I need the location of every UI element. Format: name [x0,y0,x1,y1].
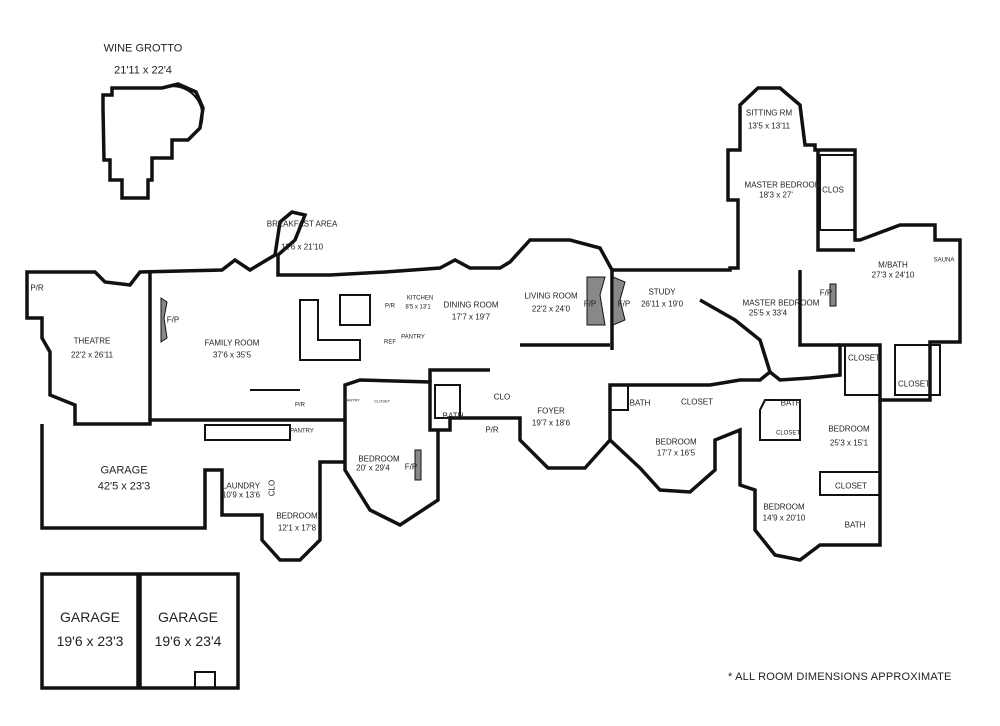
wine-grotto-label: WINE GROTTO [103,42,183,55]
room-label: BEDROOM [828,424,870,434]
room-label: BEDROOM [276,511,318,521]
room-label: P/R [30,283,44,293]
room-label: SITTING RM [745,108,793,118]
room-label: FOYER [537,406,565,416]
room-dims: 11'6 x 21'10 [280,242,324,252]
room-label: BATH [844,520,866,530]
room-label: CLOSET [897,379,931,389]
room-dims: 42'5 x 23'3 [97,480,151,493]
room-dims: 17'7 x 16'5 [656,448,696,458]
room-label: PANTRY [344,397,360,403]
room-label: STUDY [648,287,676,297]
wine-grotto-dims: 21'11 x 22'4 [114,64,172,77]
fireplace [586,276,606,326]
room-dims: 37'6 x 35'5 [212,350,252,360]
room-label: BEDROOM [358,454,400,464]
room-label: CLOSET [834,481,868,491]
room-label: CLOSET [373,398,391,404]
main-house-walls [25,86,962,470]
dimensions-note: * ALL ROOM DIMENSIONS APPROXIMATE [728,671,952,683]
room-dims: 18'3 x 27' [759,190,793,200]
room-dims: 14'9 x 20'10 [762,513,806,523]
room-dims: 25'5 x 33'4 [748,308,788,318]
room-label: KITCHEN [406,295,434,302]
room-label: REF [384,339,396,346]
detached-garage-walls [40,572,240,690]
room-label: MASTER BEDROOM [742,298,820,308]
room-label: BEDROOM [763,502,805,512]
room-label: DINING ROOM [443,300,499,310]
room-dims: 22'2 x 24'0 [531,304,571,314]
room-label: P/R [485,425,499,435]
fireplace-label: F/P [583,299,597,309]
fireplace-label: F/P [166,315,180,325]
fireplace-label: F/P [404,462,418,472]
room-label: CLO [493,392,511,402]
room-dims: 19'7 x 18'6 [531,418,571,428]
room-label: BEDROOM [655,437,697,447]
room-label: CLOSET [775,430,801,437]
room-label: BATH [780,398,802,408]
room-dims: 12'1 x 17'8 [277,523,317,533]
fireplace-label: F/P [819,288,833,298]
room-label: PANTRY [401,334,425,341]
room-label: CLOSET [847,353,881,363]
room-label: GARAGE [60,608,120,625]
room-dims: 22'2 x 26'11 [70,350,114,360]
room-dims: 10'9 x 13'6 [221,490,261,500]
wine-grotto-walls [101,82,205,200]
room-dims: 25'3 x 15'1 [829,438,869,448]
room-label: GARAGE [100,464,148,477]
room-label: M/BATH [878,260,908,270]
room-label: P/R [294,402,306,409]
room-dims: 19'6 x 23'4 [154,632,222,649]
room-label: CLOS [822,185,844,195]
room-dims: 17'7 x 19'7 [451,312,491,322]
room-label: CLOSET [680,397,714,407]
room-label: BREAKFAST AREA [266,219,338,229]
room-dims: 19'6 x 23'3 [56,632,124,649]
room-label: LIVING ROOM [524,291,578,301]
room-label: BATH [442,411,464,421]
room-label: FAMILY ROOM [204,338,260,348]
room-label: SAUNA [933,257,955,264]
room-label: PANTRY [290,428,314,435]
room-label: THEATRE [73,336,111,346]
room-dims: 13'5 x 13'11 [747,121,791,131]
room-dims: 27'3 x 24'10 [871,270,915,280]
room-label: CLO [267,479,277,497]
room-label: GARAGE [158,608,218,625]
room-label: LAUNDRY [221,481,261,491]
room-dims: 20' x 29'4 [356,463,390,473]
room-label: P/R [384,303,396,310]
room-label: BATH [629,398,651,408]
room-dims: 26'11 x 19'0 [640,299,684,309]
fireplace-label: F/P [617,299,631,309]
room-label: MASTER BEDROOM [744,180,822,190]
room-dims: 8'5 x 13'1 [405,304,431,311]
